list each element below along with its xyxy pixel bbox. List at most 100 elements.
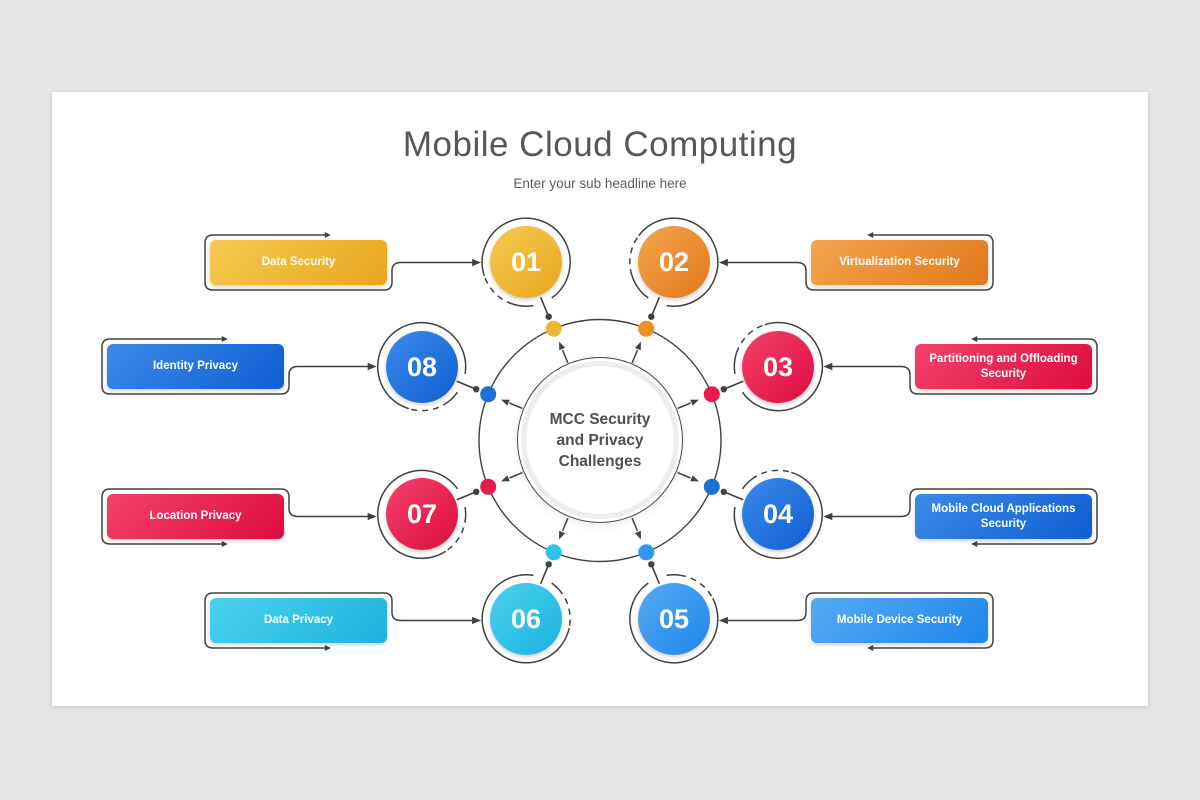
node-circle-08: 08 [386,331,458,403]
label-outline [831,338,1098,395]
node-dot-tail [723,491,744,501]
arrowhead [472,258,482,267]
tail-cap [720,488,727,495]
arrowhead [501,475,510,482]
ring-dot [703,386,720,403]
tail-cap [545,313,552,320]
outline-arc [376,321,467,410]
node-number: 08 [406,351,438,382]
outline-arc [481,574,570,664]
hub-arrow [509,402,523,410]
node-dot-tail [650,563,661,585]
arrowhead [823,512,833,521]
node-number: 02 [658,246,690,277]
center-line-2: and Privacy [556,431,644,449]
label-text: Mobile Cloud Applications Security [931,503,1076,530]
node-number: 01 [510,246,542,277]
dashed-arc [445,516,467,552]
dashed-arc [558,588,571,629]
ring-dot [480,386,497,403]
arrowhead [367,362,377,371]
hub-arrow [677,471,691,479]
node-dot-tail [650,296,661,318]
label-box-virtualization-security: Virtualization Security [811,240,988,285]
ring-dot [480,478,497,495]
arrowhead [634,341,641,351]
node-number: 05 [658,603,690,634]
page-subtitle: Enter your sub headline here [513,176,687,191]
label-text: Mobile Device Security [836,614,963,627]
label-text: Data Security [261,256,336,269]
node-dot-tail [539,296,550,318]
label-box-partitioning-offloading-security: Partitioning and Offloading Security [915,344,1092,389]
label-text: Data Privacy [263,614,334,627]
ring-dot [545,544,562,561]
node-circle-01: 01 [490,226,562,298]
hub-arrow [677,402,691,410]
label-text: Partitioning and Offloading Security [929,353,1078,380]
outline-arc [551,582,560,590]
label-box-mobile-device-security: Mobile Device Security [811,598,988,643]
arrowhead [559,341,566,351]
node-number: 07 [406,498,438,529]
node-circle-07: 07 [386,478,458,550]
page-title: Mobile Cloud Computing [402,125,798,164]
node-circle-04: 04 [742,478,814,550]
node-number: 06 [510,603,542,634]
dashed-arc [735,324,765,354]
label-outline [101,488,369,545]
tick-arrowhead [971,336,978,342]
label-box-mobile-cloud-applications-security: Mobile Cloud Applications Security [915,494,1092,539]
node-circle-03: 03 [742,331,814,403]
dashed-arc [679,574,714,599]
tail-cap [720,386,727,393]
outer-ring [478,318,722,563]
center-line-3: Challenges [558,452,642,470]
outline-arc [741,478,753,490]
ring-dot [638,320,655,337]
label-outline [726,234,994,291]
arrowhead [367,512,377,521]
ring-dot [638,544,655,561]
label-box-data-security: Data Security [210,240,387,285]
tail-cap [648,561,655,568]
outline-arc [741,321,824,412]
hub-arrow [509,471,523,479]
tail-cap [545,561,552,568]
arrowhead [501,399,510,406]
outline-arc [666,574,681,577]
hub-arrow [561,349,569,364]
arrowhead [690,399,699,406]
tick-arrowhead [221,541,228,547]
outline-arc [447,391,459,403]
outline-arc [631,274,649,299]
tick-arrowhead [324,645,331,651]
outline-arc [733,471,824,560]
tail-cap [473,488,480,495]
arrowhead [472,616,482,625]
node-circle-05: 05 [638,583,710,655]
label-outline [726,592,994,649]
arrowhead [634,530,641,540]
outline-arc [377,469,459,560]
node-dot-tail [539,563,550,585]
tick-arrowhead [221,336,228,342]
node-dot-tail [723,380,744,390]
outline-arc [629,582,719,664]
label-outline [204,592,474,649]
label-outline [204,234,474,291]
label-outline [101,338,369,395]
label-box-identity-privacy: Identity Privacy [107,344,284,389]
label-box-data-privacy: Data Privacy [210,598,387,643]
hub-arrow [631,349,639,364]
node-dot-tail [456,491,477,501]
dashed-arc [751,469,792,480]
arrowhead [559,530,566,540]
ring-dot [703,478,720,495]
label-box-location-privacy: Location Privacy [107,494,284,539]
dashed-arc [629,235,640,276]
tick-arrowhead [971,541,978,547]
label-text: Virtualization Security [839,256,960,269]
